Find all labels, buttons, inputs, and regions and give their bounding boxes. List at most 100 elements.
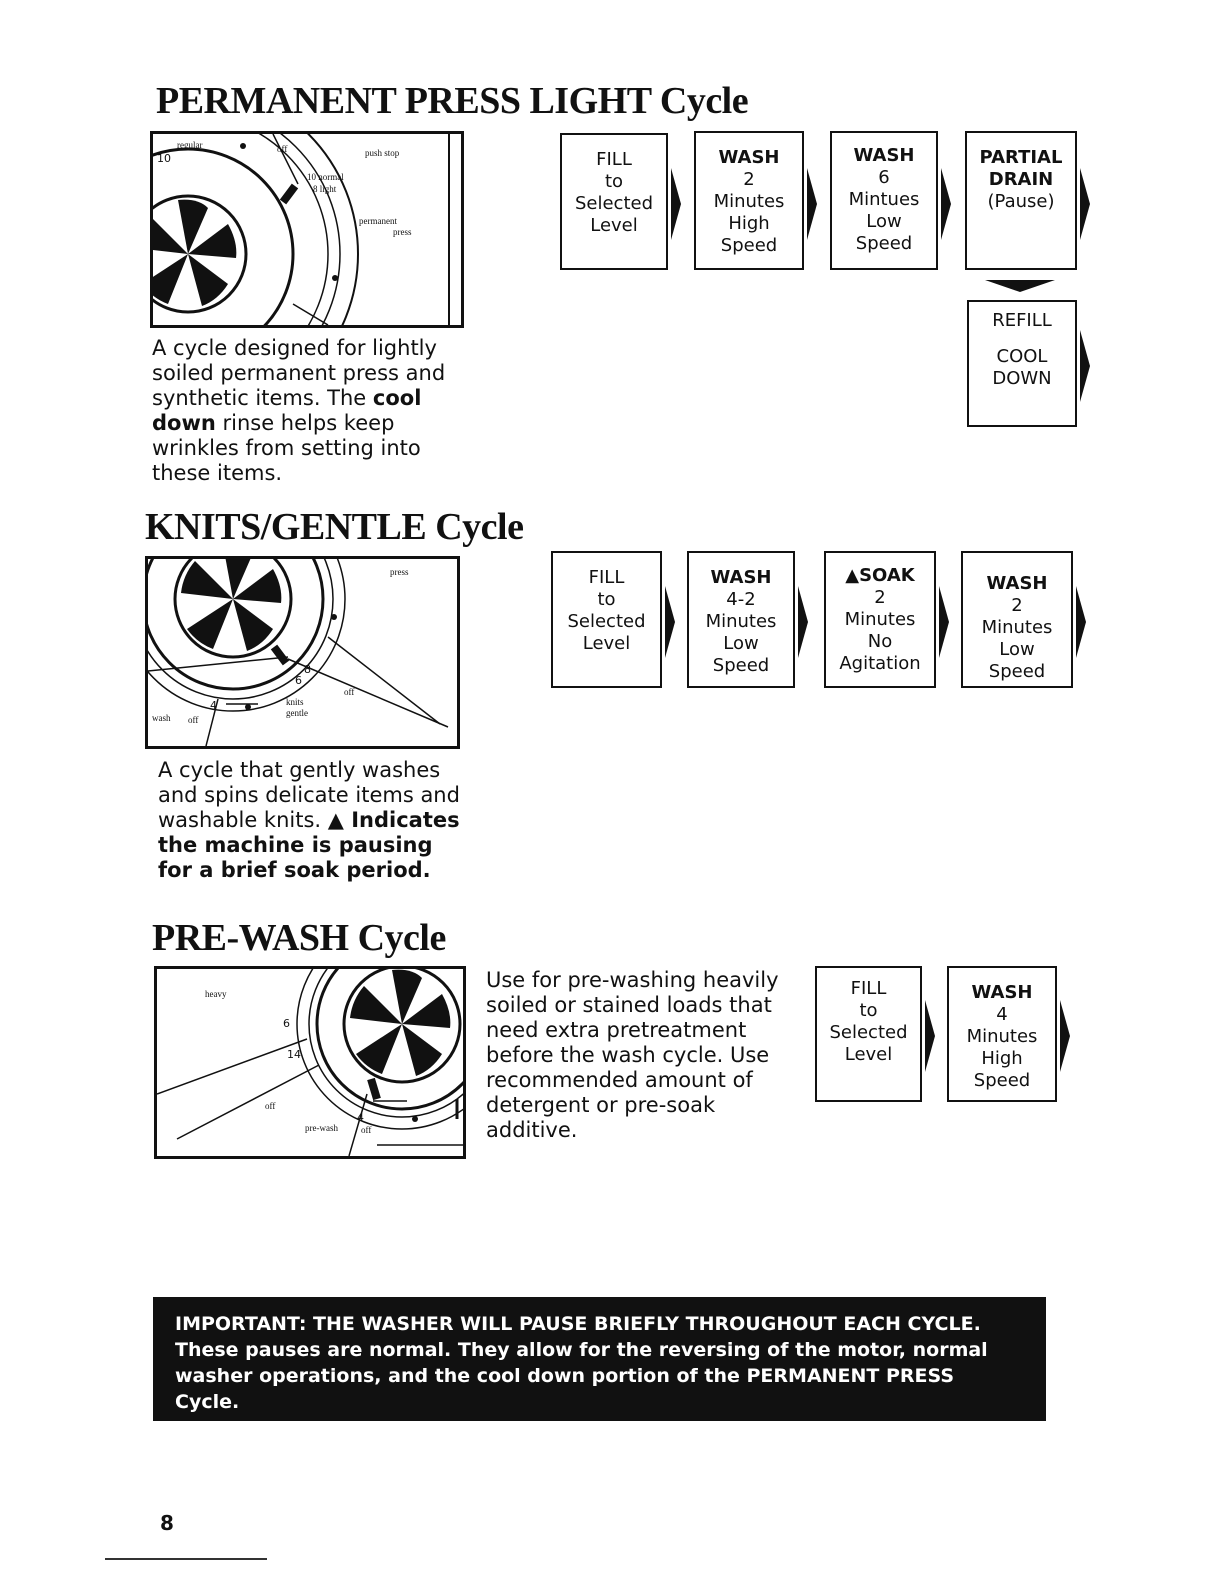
step-line: (Pause) <box>987 191 1055 212</box>
step-line: Level <box>844 1044 893 1065</box>
step-line: No <box>867 631 893 652</box>
footer-divider <box>105 1558 267 1560</box>
step-line: Speed <box>973 1070 1031 1091</box>
step-line: Selected <box>567 611 646 632</box>
dial-label-pre-wash: pre-wash <box>305 1123 338 1133</box>
dial-label-14: 14 <box>287 1048 301 1061</box>
step-line: Low <box>999 639 1035 660</box>
step-line: Mintues <box>848 189 920 210</box>
step-line: Minutes <box>705 611 777 632</box>
pp-step-wash-low: WASH 6 Mintues Low Speed <box>830 131 938 270</box>
step-line: Low <box>866 211 902 232</box>
pw-step-fill: FILL to Selected Level <box>815 966 922 1102</box>
desc-text-2: rinse helps keep wrinkles from setting i… <box>152 411 421 485</box>
step-line: Speed <box>855 233 913 254</box>
dial-label-off: off <box>344 687 355 697</box>
desc-bold: cool down <box>152 386 422 435</box>
step-line: Speed <box>720 235 778 256</box>
dial-label-push-stop: push stop <box>365 148 400 158</box>
step-line: FILL <box>596 149 632 170</box>
step-line: PARTIAL <box>979 147 1063 168</box>
notice-heading: IMPORTANT: THE WASHER WILL PAUSE BRIEFLY… <box>175 1313 981 1335</box>
step-line: DRAIN <box>988 169 1054 190</box>
dial-label-heavy: heavy <box>205 989 227 999</box>
desc-text-1: A cycle that gently washes and spins del… <box>158 758 460 832</box>
step-line: 4-2 <box>726 589 756 610</box>
step-line: WASH <box>853 145 915 166</box>
important-notice-box: IMPORTANT: THE WASHER WILL PAUSE BRIEFLY… <box>153 1297 1046 1421</box>
dial-label-wash: wash <box>152 713 171 723</box>
desc-bold: ▲ Indicates the machine is pausing for a… <box>158 808 460 882</box>
dial-label-permanent: permanent <box>359 216 397 226</box>
step-line: Minutes <box>844 609 916 630</box>
step-line: 2 <box>743 169 755 190</box>
step-line: 4 <box>996 1004 1008 1025</box>
permanent-press-description: A cycle designed for lightly soiled perm… <box>152 336 462 486</box>
pp-step-refill-cool-down: REFILL COOL DOWN <box>967 300 1077 427</box>
kg-step-fill: FILL to Selected Level <box>551 551 662 688</box>
step-line: WASH <box>710 567 772 588</box>
kg-step-wash-low: WASH 4-2 Minutes Low Speed <box>687 551 795 688</box>
dial-label-light: 8 light <box>313 184 337 194</box>
section-title-permanent-press: PERMANENT PRESS LIGHT Cycle <box>156 80 749 122</box>
pp-step-partial-drain: PARTIAL DRAIN (Pause) <box>965 131 1077 270</box>
dial-label-6: 6 <box>283 1017 290 1030</box>
dial-label-4: 4 <box>357 1111 364 1124</box>
pw-step-wash-high: WASH 4 Minutes High Speed <box>947 966 1057 1102</box>
dial-label-off-2: off <box>361 1125 372 1135</box>
step-line: Minutes <box>981 617 1053 638</box>
kg-step-wash-final: WASH 2 Minutes Low Speed <box>961 551 1073 688</box>
pre-wash-description: Use for pre-washing heavily soiled or st… <box>486 968 779 1142</box>
step-line: Level <box>582 633 631 654</box>
step-line: FILL <box>588 567 625 588</box>
dial-label-regular: regular <box>177 140 203 150</box>
knits-gentle-dial-illustration: press 6 8 knits gentle off 4 wash off <box>145 556 460 749</box>
dial-label-off: off <box>265 1101 276 1111</box>
section-title-pre-wash: PRE-WASH Cycle <box>152 917 446 959</box>
pp-step-wash-high: WASH 2 Minutes High Speed <box>694 131 804 270</box>
knits-gentle-description: A cycle that gently washes and spins del… <box>158 758 463 883</box>
step-line: 6 <box>878 167 890 188</box>
step-line: High <box>728 213 770 234</box>
step-line: WASH <box>718 147 780 168</box>
step-line: Minutes <box>966 1026 1038 1047</box>
dial-label-gentle: gentle <box>286 708 308 718</box>
step-line: Selected <box>574 193 654 214</box>
step-line: Low <box>723 633 759 654</box>
step-line: REFILL <box>992 310 1052 331</box>
dial-label-knits: knits <box>286 697 304 707</box>
step-line: DOWN <box>992 368 1052 389</box>
dial-label-off: off <box>277 144 288 154</box>
step-line: Speed <box>988 661 1046 682</box>
step-line: to <box>604 171 624 192</box>
step-line: to <box>859 1000 878 1021</box>
permanent-press-dial-illustration: regular off push stop 10 10 normal 8 lig… <box>150 131 464 328</box>
dial-label-10: 10 <box>157 152 171 165</box>
step-line: COOL <box>996 346 1048 367</box>
step-line: Agitation <box>839 653 921 674</box>
pp-step-fill: FILL to Selected Level <box>560 133 668 270</box>
step-line: ▲SOAK <box>845 565 915 586</box>
step-spacer <box>969 332 1075 346</box>
step-line: Speed <box>712 655 770 676</box>
step-line: 2 <box>874 587 886 608</box>
dial-label-press: press <box>390 567 409 577</box>
step-line: 2 <box>1011 595 1023 616</box>
step-line: FILL <box>850 978 887 999</box>
pre-wash-dial-illustration: heavy 6 14 off 4 pre-wash off <box>154 966 466 1159</box>
section-title-knits-gentle: KNITS/GENTLE Cycle <box>145 506 524 548</box>
step-line: High <box>981 1048 1023 1069</box>
dial-label-6: 6 <box>295 674 302 687</box>
step-line: to <box>597 589 616 610</box>
step-line: Selected <box>829 1022 908 1043</box>
dial-label-8: 8 <box>304 663 311 676</box>
step-line: WASH <box>971 982 1033 1003</box>
page-number: 8 <box>160 1511 174 1535</box>
dial-label-press: press <box>393 227 412 237</box>
dial-label-off-2: off <box>188 715 199 725</box>
kg-step-soak: ▲SOAK 2 Minutes No Agitation <box>824 551 936 688</box>
desc-text-1: A cycle designed for lightly soiled perm… <box>152 336 446 410</box>
step-line: WASH <box>986 573 1048 594</box>
step-line: Level <box>590 215 638 236</box>
dial-label-4: 4 <box>210 699 217 712</box>
